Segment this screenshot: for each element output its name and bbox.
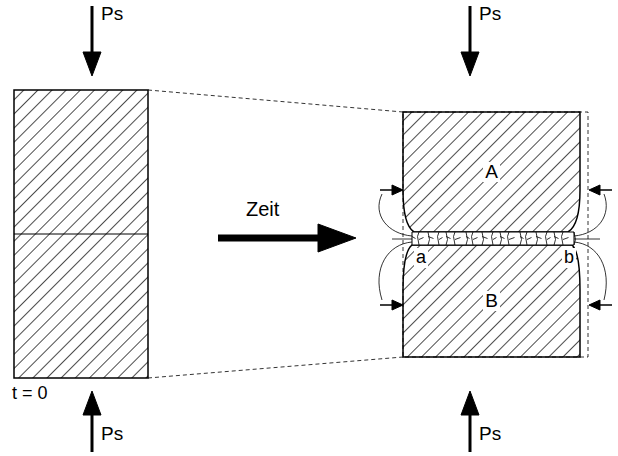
force-label: Ps	[101, 424, 123, 445]
block-label-area: A	[403, 112, 580, 232]
grain-layer	[412, 232, 576, 245]
flow-line	[574, 239, 600, 240]
original-outline	[403, 112, 588, 357]
flow-curve	[574, 194, 606, 236]
point-label: b	[562, 248, 576, 268]
time-label: t = 0	[12, 384, 48, 404]
flow-curve	[379, 242, 412, 300]
force-label: Ps	[479, 4, 501, 25]
interface-line	[14, 234, 148, 235]
flow-curve	[574, 242, 606, 300]
block-label-area: B	[403, 245, 580, 357]
load-arrow	[83, 6, 479, 452]
specimen-block	[14, 90, 148, 378]
block-a	[403, 112, 580, 232]
part-letter: A	[483, 162, 500, 183]
point-label: a	[414, 248, 428, 268]
flow-curve	[379, 194, 412, 236]
force-label: Ps	[101, 4, 123, 25]
part-letter: B	[483, 291, 500, 312]
projection-line	[148, 90, 403, 112]
projection-line	[148, 357, 403, 378]
time-label: Zeit	[246, 198, 279, 220]
flow-line	[392, 239, 412, 240]
time-arrow	[218, 224, 356, 252]
force-label: Ps	[479, 424, 501, 445]
block-b	[403, 245, 580, 357]
